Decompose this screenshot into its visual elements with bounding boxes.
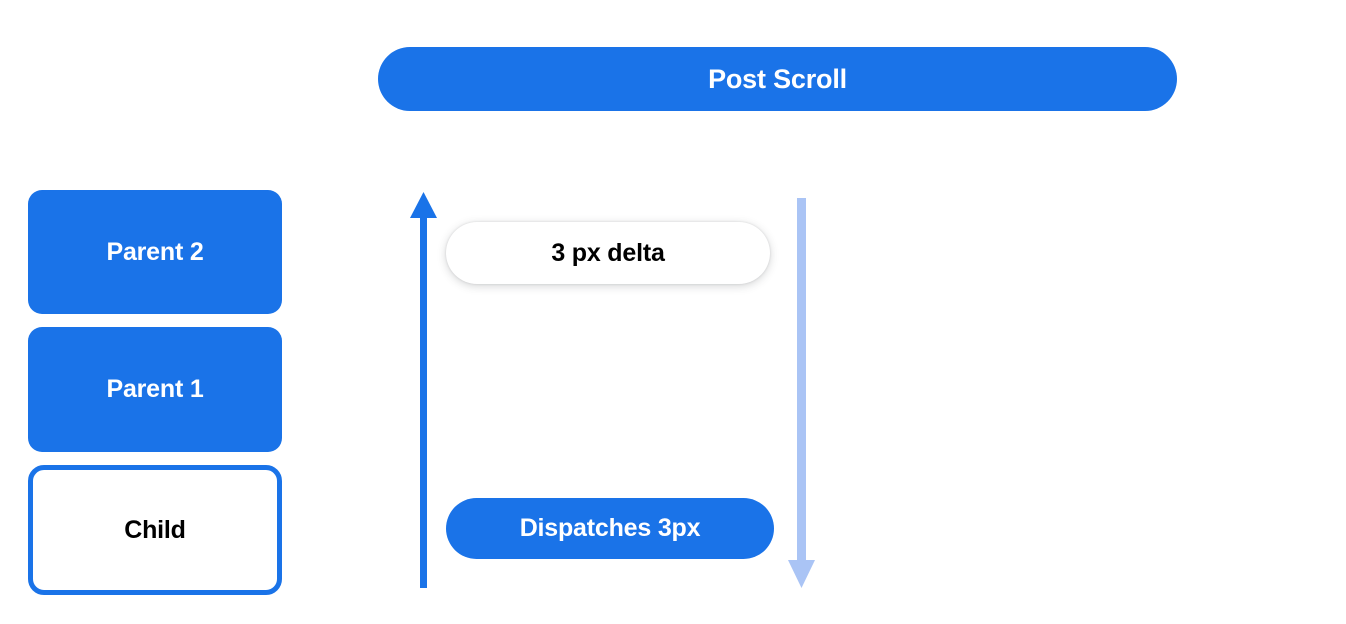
delta-callout: 3 px delta: [446, 222, 770, 284]
post-scroll-header-label: Post Scroll: [708, 63, 847, 94]
dispatch-callout: Dispatches 3px: [446, 498, 774, 559]
node-box-parent-2: Parent 2: [28, 190, 282, 314]
node-box-parent-1-label: Parent 1: [106, 375, 204, 403]
scroll-up-arrow-icon: [410, 192, 437, 588]
node-box-parent-2-label: Parent 2: [106, 237, 204, 266]
node-box-child-label: Child: [124, 515, 186, 544]
delta-callout-label: 3 px delta: [551, 238, 665, 267]
node-box-child: Child: [28, 465, 282, 595]
node-box-parent-1: Parent 1: [28, 327, 282, 452]
dispatch-callout-label: Dispatches 3px: [519, 514, 701, 542]
scroll-down-arrow-icon: [788, 198, 815, 588]
post-scroll-header-pill: Post Scroll: [378, 47, 1177, 111]
